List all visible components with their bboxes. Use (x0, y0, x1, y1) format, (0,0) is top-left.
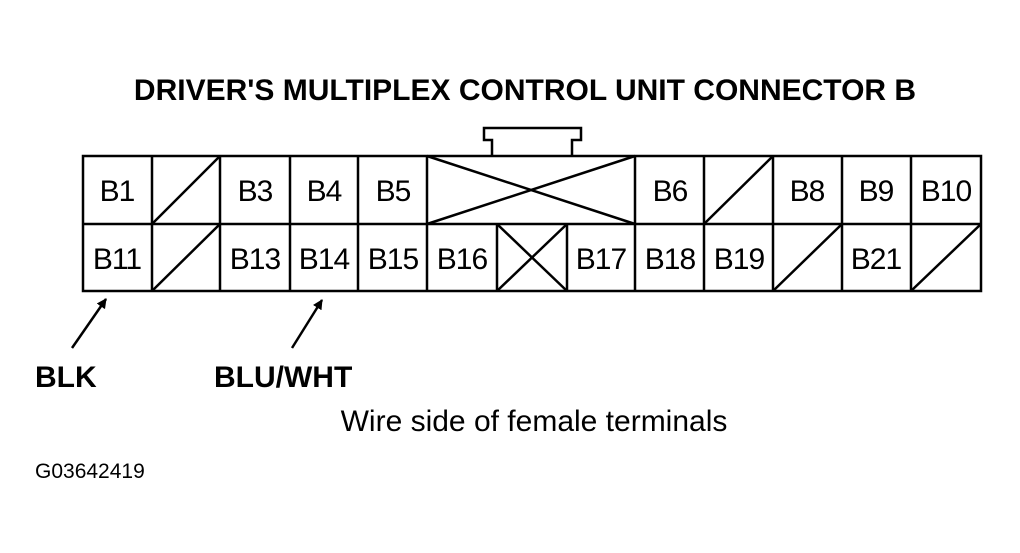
pin-label-b15: B15 (368, 243, 419, 276)
pin-label-b10: B10 (921, 175, 972, 208)
diagram-title: DRIVER'S MULTIPLEX CONTROL UNIT CONNECTO… (134, 74, 916, 107)
diagram-caption: Wire side of female terminals (341, 405, 728, 438)
unused-cavity-r2c2 (151, 223, 221, 292)
pin-label-b16: B16 (437, 243, 488, 276)
pin-label-b9: B9 (859, 175, 894, 208)
pin-label-b21: B21 (851, 243, 902, 276)
pin-label-b19: B19 (714, 243, 765, 276)
pin-label-b4: B4 (307, 175, 342, 208)
blocked-cavity-small (496, 223, 568, 292)
wire-label-blk: BLK (35, 361, 97, 394)
pin-label-b8: B8 (790, 175, 825, 208)
pin-label-b18: B18 (645, 243, 696, 276)
blu-wht-arrow (290, 299, 324, 349)
pin-label-b6: B6 (653, 175, 688, 208)
pin-label-b17: B17 (576, 243, 627, 276)
pin-label-b14: B14 (299, 243, 350, 276)
row2-grid (150, 224, 913, 291)
figure-id: G03642419 (35, 460, 145, 483)
pin-label-b3: B3 (238, 175, 273, 208)
connector-lock-tab (482, 126, 583, 156)
unused-cavity-r1c2 (151, 155, 221, 225)
blocked-cavity-large (426, 154, 636, 226)
pin-label-b1: B1 (100, 175, 135, 208)
wire-label-blu-wht: BLU/WHT (214, 361, 352, 394)
unused-cavity-r1c8 (703, 155, 774, 225)
unused-cavity-r2c12 (910, 223, 982, 292)
blk-arrow (70, 298, 108, 349)
pin-label-b13: B13 (230, 243, 281, 276)
row1-grid (150, 156, 913, 224)
pin-label-b11: B11 (93, 243, 141, 276)
pin-label-b5: B5 (376, 175, 411, 208)
unused-cavity-r2c10 (772, 223, 843, 292)
